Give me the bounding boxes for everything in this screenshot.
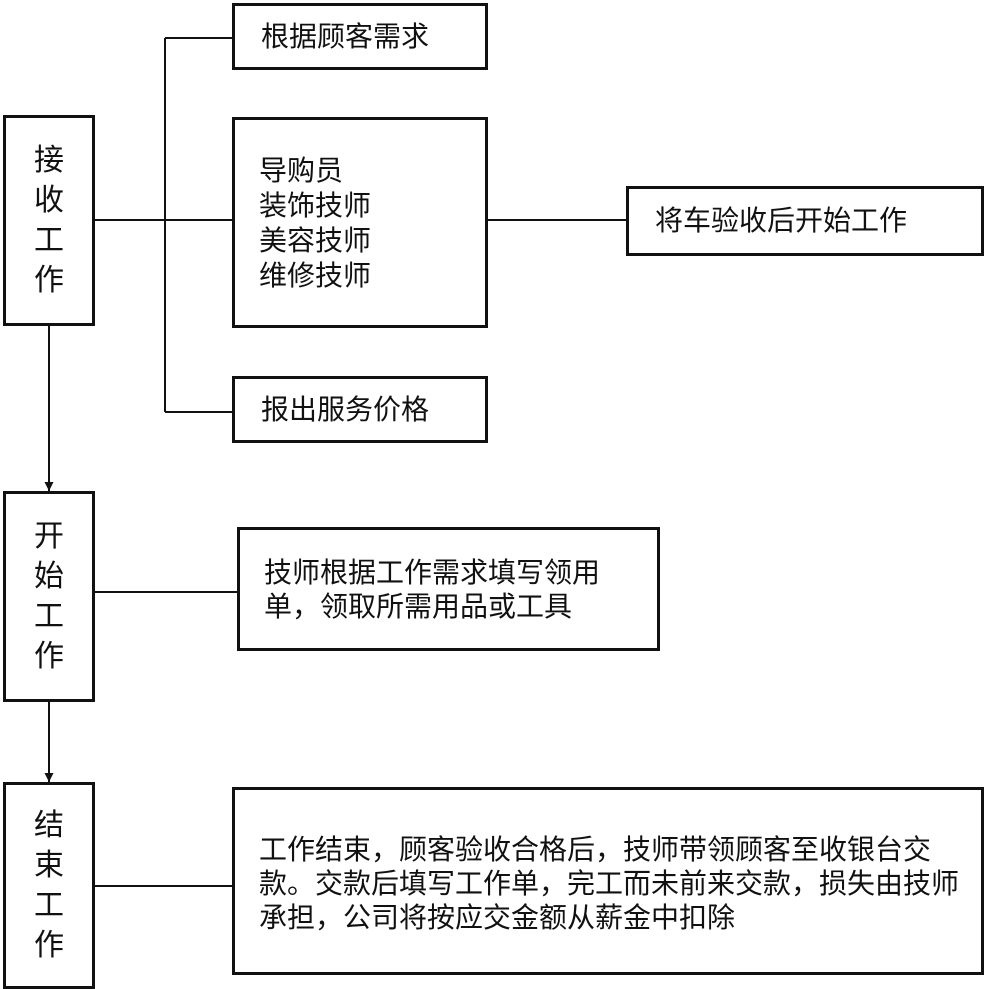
roles-box: 导购员 装饰技师 美容技师 维修技师 bbox=[232, 117, 488, 328]
role-item: 美容技师 bbox=[259, 223, 372, 257]
stage-finish-label: 结束工作 bbox=[34, 807, 64, 963]
inspect-box: 将车验收后开始工作 bbox=[626, 186, 984, 256]
start-note-text: 技师根据工作需求填写领用单，领取所需用品或工具 bbox=[264, 556, 601, 623]
role-item: 装饰技师 bbox=[259, 188, 372, 222]
role-item: 导购员 bbox=[259, 153, 344, 187]
price-box: 报出服务价格 bbox=[232, 376, 488, 443]
start-note-box: 技师根据工作需求填写领用单，领取所需用品或工具 bbox=[237, 527, 660, 651]
finish-note-text: 工作结束，顾客验收合格后，技师带领顾客至收银台交款。交款后填写工作单，完工而未前… bbox=[259, 833, 960, 934]
stage-finish-box: 结束工作 bbox=[3, 782, 95, 989]
stage-start-box: 开始工作 bbox=[3, 491, 95, 702]
inspect-label: 将车验收后开始工作 bbox=[655, 204, 908, 237]
price-label: 报出服务价格 bbox=[261, 392, 430, 426]
stage-receive-label: 接收工作 bbox=[34, 142, 64, 298]
finish-note-box: 工作结束，顾客验收合格后，技师带领顾客至收银台交款。交款后填写工作单，完工而未前… bbox=[232, 787, 984, 975]
demand-label: 根据顾客需求 bbox=[261, 19, 430, 53]
stage-start-label: 开始工作 bbox=[34, 518, 64, 674]
demand-box: 根据顾客需求 bbox=[232, 3, 488, 70]
role-item: 维修技师 bbox=[259, 258, 372, 292]
stage-receive-box: 接收工作 bbox=[3, 115, 95, 326]
